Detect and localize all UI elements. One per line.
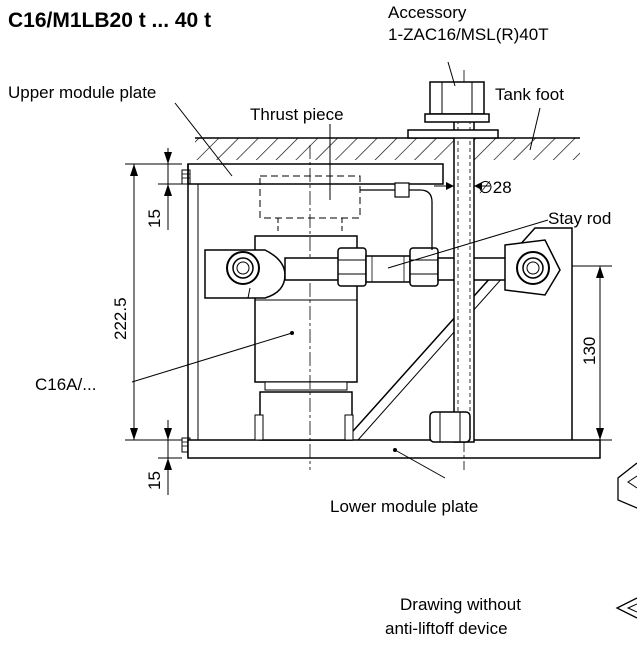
dimension-222-5 — [125, 163, 182, 441]
tank-foot-label: Tank foot — [495, 85, 564, 104]
bent-pin-clip — [394, 182, 410, 198]
right-bracket — [344, 227, 573, 441]
note-label-line1: Drawing without — [400, 595, 521, 614]
bolt-left-icon — [226, 251, 260, 285]
dimension-15-lower-label: 15 — [145, 471, 164, 490]
leader-lower-plate — [394, 449, 446, 479]
anti-liftoff-rod — [407, 81, 499, 443]
tank-foot — [195, 137, 580, 160]
dimension-222-5-label: 222.5 — [111, 297, 130, 340]
leader-stay-rod — [387, 219, 549, 269]
partial-side-view-lower — [615, 597, 637, 619]
dimension-15-upper-label: 15 — [145, 209, 164, 228]
accessory-part-label: 1-ZAC16/MSL(R)40T — [388, 25, 549, 44]
leader-load-cell — [131, 332, 293, 383]
accessory-label: Accessory — [388, 3, 467, 22]
leader-dot-load-cell — [290, 331, 294, 335]
left-frame — [181, 164, 199, 457]
leader-upper-plate — [174, 102, 233, 177]
bent-pin — [360, 189, 433, 250]
dimension-130 — [572, 265, 612, 441]
diameter-dimension — [434, 182, 490, 190]
dimension-130-label: 130 — [580, 337, 599, 365]
upper-module-plate-label: Upper module plate — [8, 83, 156, 102]
partial-side-view-upper — [617, 462, 637, 509]
leader-accessory — [447, 61, 456, 87]
drawing-title: C16/M1LB20 t ... 40 t — [8, 9, 211, 32]
bolt-right-icon — [516, 251, 550, 285]
stay-rod — [284, 239, 561, 296]
dimension-15-lower — [158, 420, 182, 495]
note-label-line2: anti-liftoff device — [385, 619, 508, 638]
thrust-piece-label: Thrust piece — [250, 105, 344, 124]
dimension-15-upper — [158, 148, 182, 230]
load-cell-label: C16A/... — [35, 375, 96, 394]
upper-module-plate — [187, 163, 444, 185]
stay-rod-label: Stay rod — [548, 209, 611, 228]
leader-dot-lower-plate — [393, 448, 397, 452]
lower-module-plate-label: Lower module plate — [330, 497, 478, 516]
leader-tank-foot — [529, 107, 541, 151]
diameter-label: ∅28 — [478, 178, 512, 197]
